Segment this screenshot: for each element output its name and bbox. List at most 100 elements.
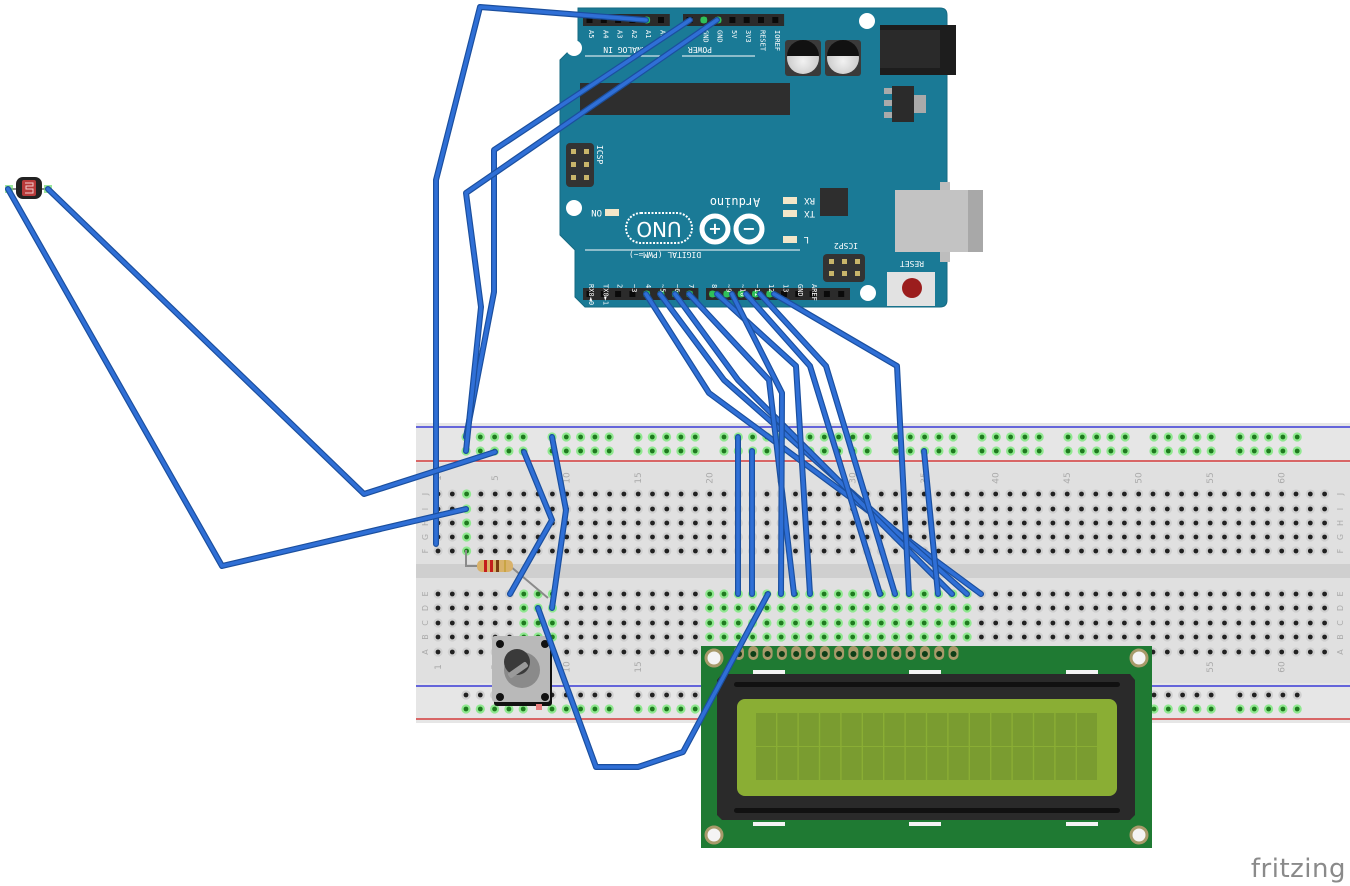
arduino-pin[interactable]	[600, 17, 607, 23]
column-label: 10	[563, 472, 573, 484]
pin-label: GND	[796, 284, 804, 297]
pin-label: RX0◄0	[587, 284, 595, 305]
row-label: C	[421, 620, 430, 626]
row-label: E	[421, 591, 430, 596]
pin-label: 3V3	[744, 30, 752, 43]
arduino-pin[interactable]	[781, 291, 787, 297]
lcd-cell	[1055, 713, 1076, 746]
column-label: 10	[563, 661, 573, 673]
lcd-cell	[756, 713, 776, 746]
column-label: 60	[1278, 472, 1288, 484]
arduino-logo: UNO + − Arduino	[625, 195, 765, 245]
row-label: H	[1336, 520, 1345, 526]
power-label: POWER	[688, 45, 712, 54]
arduino-pin[interactable]	[586, 17, 593, 23]
lcd-cell	[1012, 747, 1033, 780]
pin-label: 2	[616, 284, 624, 288]
on-label: ON	[591, 207, 602, 217]
lcd-cell	[777, 747, 798, 780]
arduino-pin[interactable]	[823, 291, 830, 297]
pin-label: GND	[701, 30, 709, 43]
lcd-cell	[905, 713, 926, 746]
svg-text:−: −	[742, 219, 755, 238]
row-label: F	[1336, 548, 1345, 553]
lcd-cell	[1077, 713, 1097, 746]
lcd-character-cells	[756, 713, 1097, 780]
arduino-logo-text: Arduino	[710, 195, 761, 209]
lcd-cell	[927, 747, 948, 780]
lcd-cell	[863, 747, 883, 780]
rx-label: RX	[804, 195, 815, 205]
tx-led	[783, 210, 797, 217]
pin-label: 5V	[730, 30, 738, 39]
row-label: F	[421, 548, 430, 553]
lcd-cell	[820, 747, 841, 780]
arduino-pin[interactable]	[600, 291, 607, 297]
wire[interactable]	[5, 186, 469, 569]
resistor[interactable]	[465, 550, 549, 599]
row-label: J	[421, 493, 430, 496]
lcd-cell	[1055, 747, 1076, 780]
column-label: 50	[1135, 472, 1145, 484]
lcd-cell	[905, 747, 926, 780]
arduino-pin[interactable]	[743, 17, 750, 23]
top-power-rail	[416, 423, 1350, 463]
reset-button[interactable]: RESET	[887, 259, 935, 306]
lcd-cell	[1034, 747, 1055, 780]
row-label: I	[1336, 508, 1345, 510]
rx-led	[783, 197, 797, 204]
arduino-pin[interactable]	[586, 291, 593, 297]
lcd-mount-hole	[704, 648, 724, 668]
row-label: B	[1336, 634, 1345, 640]
usb-chip	[820, 188, 848, 216]
icsp-label: ICSP	[595, 145, 604, 164]
row-label: D	[1336, 605, 1345, 611]
center-channel	[416, 564, 1350, 578]
lcd-cell	[970, 747, 990, 780]
pin-label: ~9	[724, 284, 732, 292]
row-label: A	[421, 649, 430, 655]
svg-text:+: +	[708, 219, 721, 238]
potentiometer[interactable]	[492, 636, 552, 710]
arduino-pin[interactable]	[809, 291, 816, 297]
arduino-pin[interactable]	[629, 291, 636, 297]
pin-label: A3	[616, 30, 624, 38]
mount-hole	[566, 40, 582, 56]
lcd-cell	[1077, 747, 1097, 780]
arduino-pin[interactable]	[758, 17, 764, 23]
wires[interactable]	[5, 4, 984, 770]
pin-label: 8	[710, 284, 718, 288]
lcd-cell	[798, 747, 819, 780]
pin-label: 12	[767, 284, 775, 292]
l-led-label: L	[804, 234, 809, 244]
fritzing-logo: fritzing	[1250, 854, 1346, 884]
arduino-pin[interactable]	[772, 17, 779, 23]
column-label: 20	[706, 472, 716, 484]
lcd-cell	[970, 713, 990, 746]
mount-hole	[860, 285, 876, 301]
lcd-cell	[777, 713, 798, 746]
column-label: 40	[992, 472, 1002, 484]
pin-label: RESET	[759, 30, 767, 52]
lcd-cell	[820, 713, 841, 746]
column-label: 45	[1063, 472, 1073, 483]
icsp2-header: ICSP2	[823, 241, 865, 282]
arduino-pin[interactable]	[658, 17, 664, 23]
pin-label: A5	[587, 30, 595, 38]
arduino-pin[interactable]	[615, 291, 622, 297]
row-label: J	[1336, 493, 1345, 496]
column-label: 1	[434, 664, 444, 670]
arduino-pin[interactable]	[729, 17, 736, 23]
pin-label: ~3	[630, 284, 638, 292]
arduino-pin[interactable]	[795, 291, 802, 297]
arduino-uno[interactable]: RX TX L ON UNO + − Arduino ICSP ICSP2	[559, 7, 983, 308]
atmega-chip	[580, 83, 790, 115]
row-label: G	[421, 534, 430, 540]
on-led	[605, 209, 619, 216]
arduino-pin[interactable]	[838, 291, 845, 297]
column-label: 55	[1206, 661, 1216, 672]
lcd-16x2[interactable]	[701, 646, 1152, 848]
lcd-cell	[884, 713, 905, 746]
mount-hole	[859, 13, 875, 29]
